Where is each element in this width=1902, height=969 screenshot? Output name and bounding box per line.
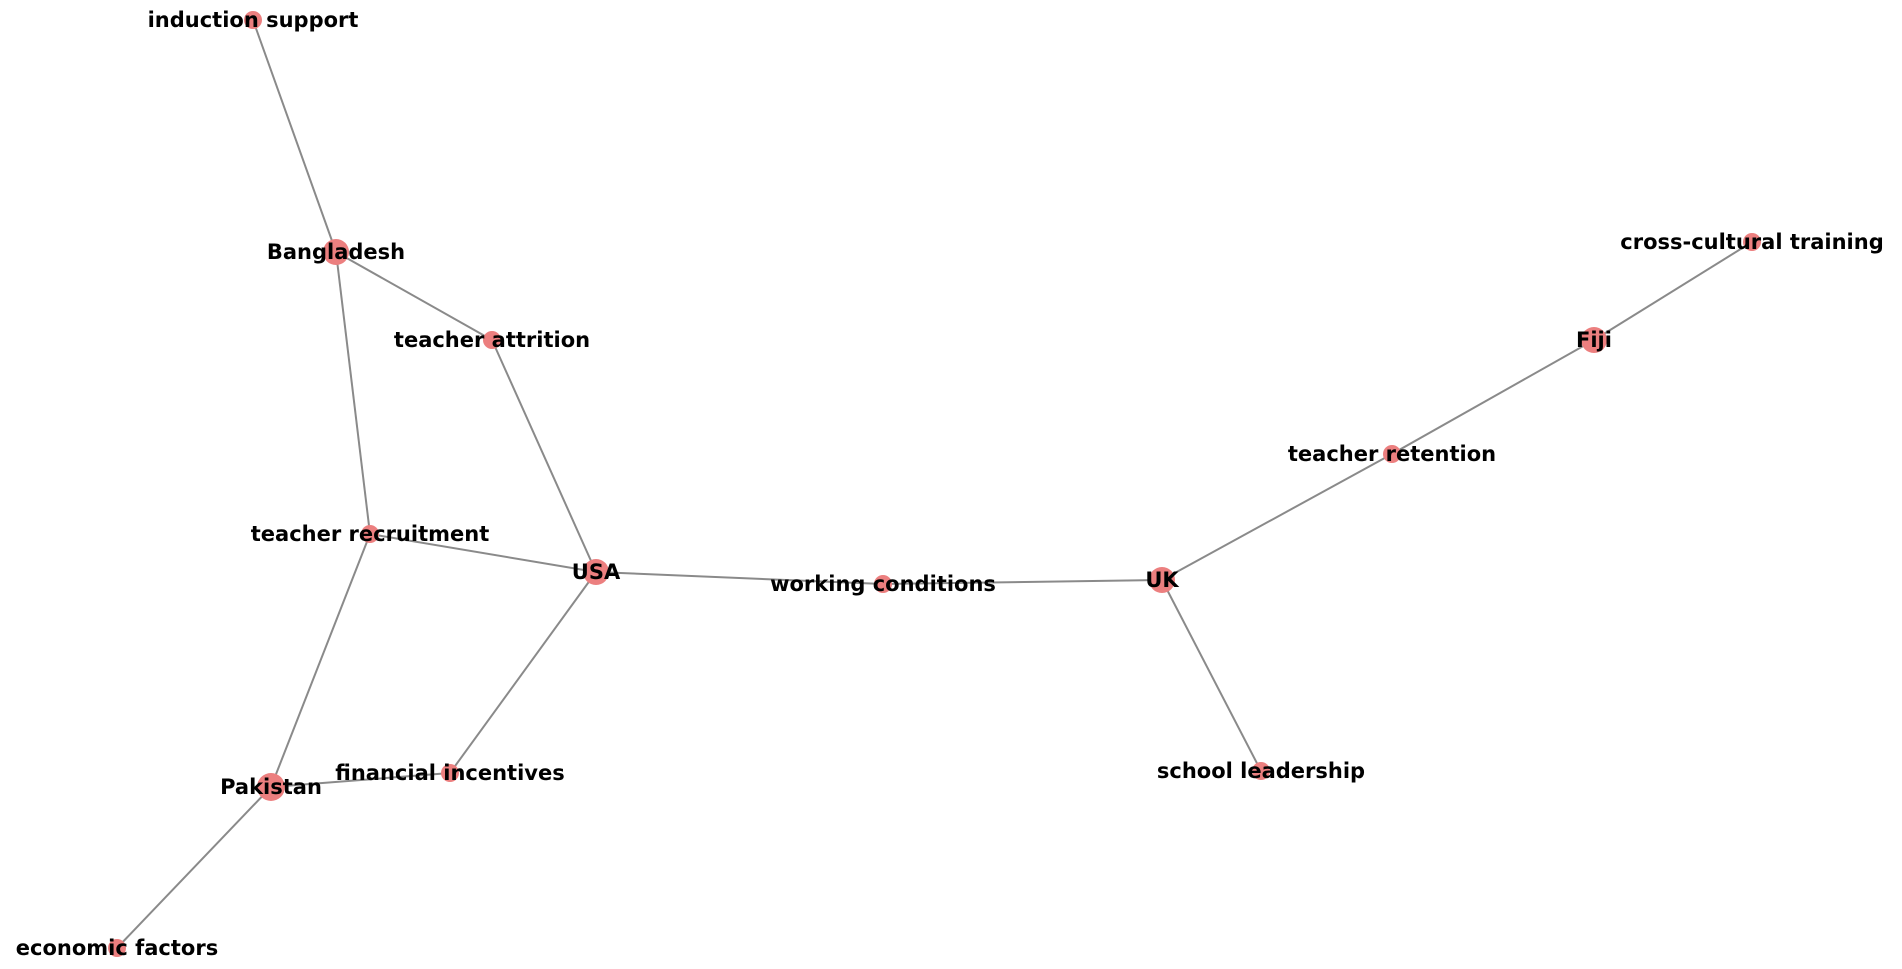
- node-label-working_conditions: working conditions: [770, 572, 996, 596]
- node-fiji: [1581, 327, 1607, 353]
- edges-layer: [116, 19, 1753, 949]
- node-label-teacher_attrition: teacher attrition: [394, 328, 590, 352]
- edge-bangladesh-teacher_recruitment: [335, 251, 371, 535]
- node-label-school_leadership: school leadership: [1157, 759, 1365, 783]
- edge-pakistan-economic_factors: [116, 786, 272, 949]
- node-label-cross_cultural_training: cross-cultural training: [1620, 230, 1883, 254]
- edge-teacher_retention-fiji: [1391, 339, 1595, 455]
- edge-teacher_attrition-usa: [491, 339, 597, 573]
- node-cross_cultural_training: [1743, 233, 1761, 251]
- node-label-usa: USA: [572, 560, 621, 584]
- node-teacher_recruitment: [361, 525, 379, 543]
- node-label-induction_support: induction support: [148, 8, 359, 32]
- edge-uk-teacher_retention: [1161, 453, 1393, 581]
- edge-teacher_recruitment-usa: [369, 533, 597, 573]
- node-label-pakistan: Pakistan: [220, 775, 322, 799]
- node-bangladesh: [323, 239, 349, 265]
- node-label-teacher_recruitment: teacher recruitment: [251, 522, 489, 546]
- node-label-financial_incentives: financial incentives: [335, 761, 564, 785]
- node-teacher_attrition: [483, 331, 501, 349]
- node-label-bangladesh: Bangladesh: [267, 240, 405, 264]
- node-label-economic_factors: economic factors: [16, 936, 218, 960]
- node-induction_support: [244, 11, 262, 29]
- edge-teacher_recruitment-pakistan: [270, 533, 371, 788]
- edge-financial_incentives-pakistan: [270, 772, 451, 788]
- edge-induction_support-bangladesh: [252, 19, 337, 253]
- node-pakistan: [257, 773, 285, 801]
- edge-working_conditions-uk: [882, 579, 1163, 585]
- edge-bangladesh-teacher_attrition: [335, 251, 493, 341]
- edge-usa-working_conditions: [595, 571, 884, 585]
- edge-usa-financial_incentives: [449, 571, 597, 774]
- edge-uk-school_leadership: [1161, 579, 1262, 772]
- node-label-uk: UK: [1145, 568, 1179, 592]
- node-usa: [583, 559, 609, 585]
- edge-fiji-cross_cultural_training: [1593, 241, 1753, 341]
- node-economic_factors: [108, 939, 126, 957]
- node-financial_incentives: [441, 764, 459, 782]
- node-school_leadership: [1252, 762, 1270, 780]
- node-label-fiji: Fiji: [1576, 328, 1612, 352]
- node-teacher_retention: [1383, 445, 1401, 463]
- node-working_conditions: [874, 575, 892, 593]
- node-label-teacher_retention: teacher retention: [1288, 442, 1496, 466]
- node-uk: [1149, 567, 1175, 593]
- nodes-layer: [108, 11, 1761, 957]
